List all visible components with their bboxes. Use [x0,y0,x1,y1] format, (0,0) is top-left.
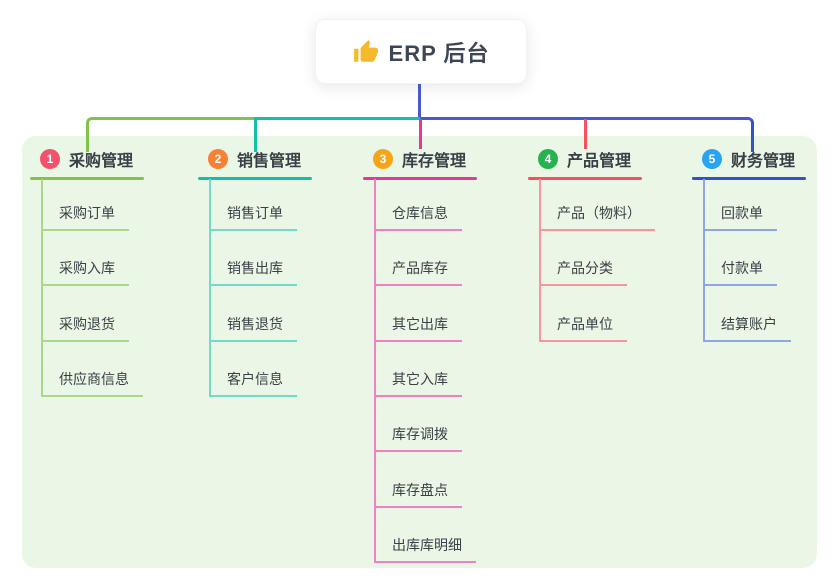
branch-underline [528,177,642,180]
child-node[interactable]: 采购订单 [41,204,129,231]
child-node[interactable]: 产品单位 [539,315,627,342]
child-node[interactable]: 销售退货 [209,315,297,342]
branch-underline [363,177,477,180]
connector-root-stem [418,82,421,119]
child-node[interactable]: 销售订单 [209,204,297,231]
child-node[interactable]: 客户信息 [209,370,297,397]
connector-branch-1 [86,117,257,152]
branch-node[interactable]: 4 产品管理 [538,148,631,170]
branch-node[interactable]: 5 财务管理 [702,148,795,170]
root-node[interactable]: ERP 后台 [315,19,527,84]
child-node[interactable]: 付款单 [703,259,777,286]
branch-underline [30,177,144,180]
root-title: ERP 后台 [388,40,490,66]
branch-index-badge: 4 [538,149,558,169]
branch-index-badge: 5 [702,149,722,169]
branches-panel [22,136,817,568]
child-node[interactable]: 采购入库 [41,259,129,286]
branch-trunk-line [703,179,705,342]
branch-title: 采购管理 [69,153,134,170]
child-node[interactable]: 产品库存 [374,259,462,286]
child-node[interactable]: 库存盘点 [374,481,462,508]
child-node[interactable]: 产品（物料） [539,204,655,231]
connector-branch-4 [584,119,587,149]
branch-title: 库存管理 [402,153,467,170]
branch-index-badge: 2 [208,149,228,169]
branch-node[interactable]: 3 库存管理 [373,148,466,170]
connector-branch-3 [419,119,422,149]
child-node[interactable]: 出库库明细 [374,536,476,563]
branch-index-badge: 3 [373,149,393,169]
branch-underline [198,177,312,180]
branch-node[interactable]: 2 销售管理 [208,148,301,170]
child-node[interactable]: 结算账户 [703,315,791,342]
child-node[interactable]: 供应商信息 [41,370,143,397]
branch-trunk-line [41,179,43,397]
branch-title: 销售管理 [237,153,302,170]
child-node[interactable]: 库存调拨 [374,425,462,452]
branch-trunk-line [374,179,376,563]
thumbs-up-icon [353,39,379,65]
branch-title: 产品管理 [567,153,632,170]
connector-branch-5 [420,117,754,152]
child-node[interactable]: 其它入库 [374,370,462,397]
branch-index-badge: 1 [40,149,60,169]
connector-branch-2 [254,117,422,152]
child-node[interactable]: 销售出库 [209,259,297,286]
branch-trunk-line [209,179,211,397]
child-node[interactable]: 仓库信息 [374,204,462,231]
child-node[interactable]: 产品分类 [539,259,627,286]
branch-title: 财务管理 [731,153,796,170]
child-node[interactable]: 回款单 [703,204,777,231]
branch-node[interactable]: 1 采购管理 [40,148,133,170]
branch-underline [692,177,806,180]
child-node[interactable]: 采购退货 [41,315,129,342]
child-node[interactable]: 其它出库 [374,315,462,342]
branch-trunk-line [539,179,541,342]
